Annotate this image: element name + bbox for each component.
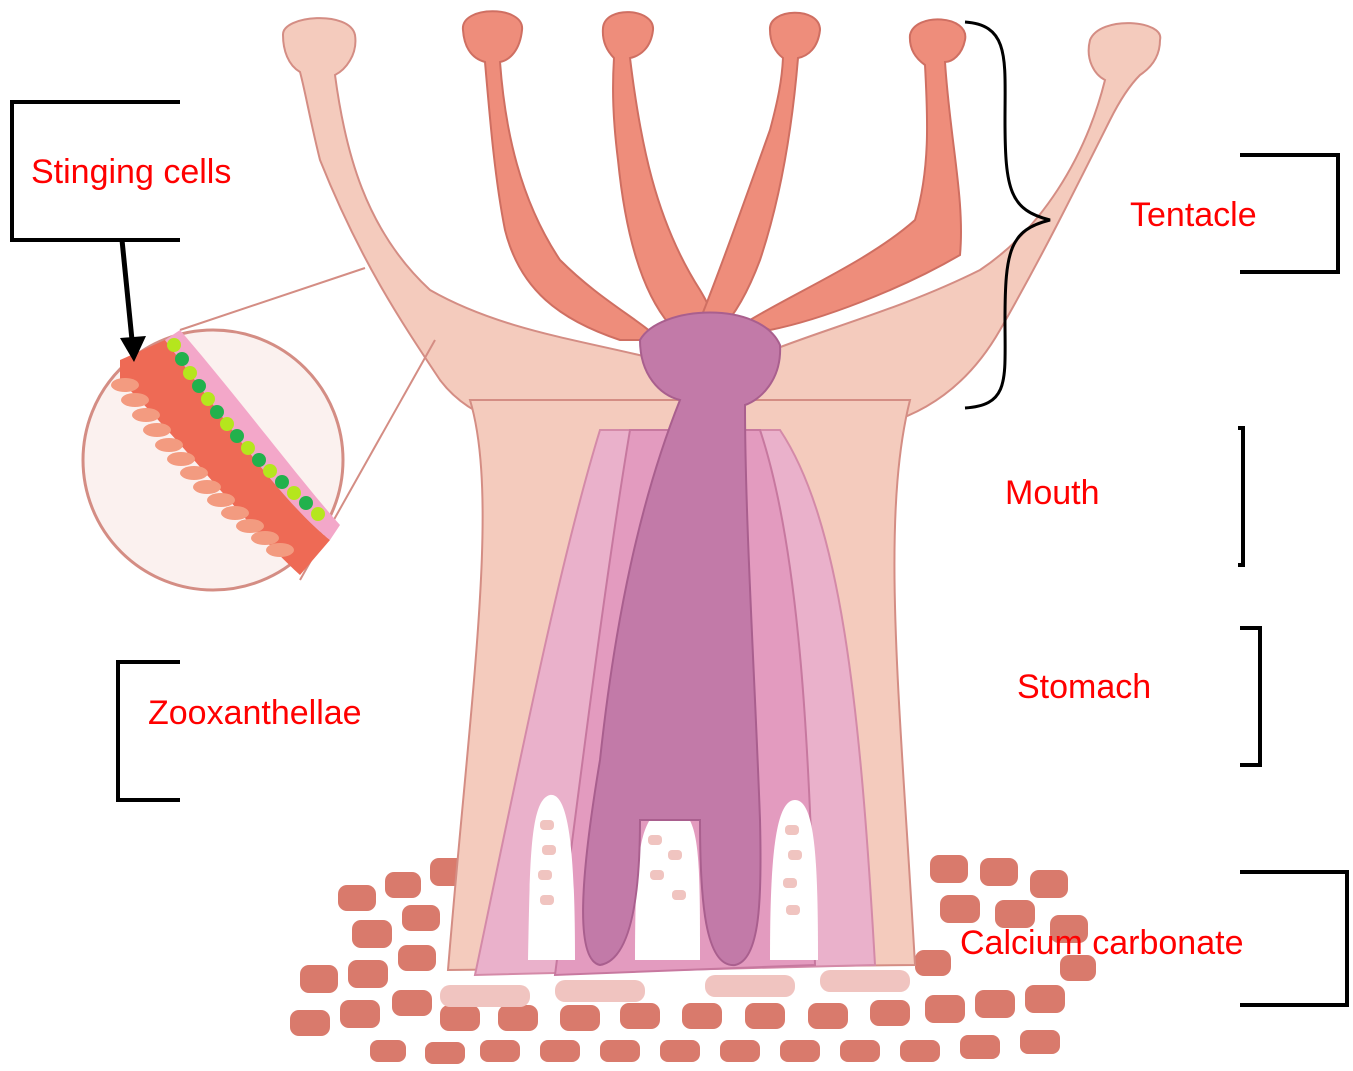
label-zooxanthellae: Zooxanthellae (148, 696, 362, 730)
bracket-mouth (1238, 428, 1243, 565)
magnified-inset (83, 268, 435, 590)
bracket-calcium (1240, 872, 1347, 1005)
stinging-cells-arrow (120, 240, 146, 362)
inner-tentacles (463, 11, 965, 340)
label-stomach: Stomach (1017, 670, 1151, 704)
skeleton-light-plates (440, 970, 910, 1007)
label-calcium-carbonate: Calcium carbonate (960, 926, 1243, 960)
bracket-stomach (1240, 628, 1260, 765)
label-tentacle: Tentacle (1130, 198, 1257, 232)
label-stinging-cells: Stinging cells (31, 155, 231, 189)
label-mouth: Mouth (1005, 476, 1100, 510)
